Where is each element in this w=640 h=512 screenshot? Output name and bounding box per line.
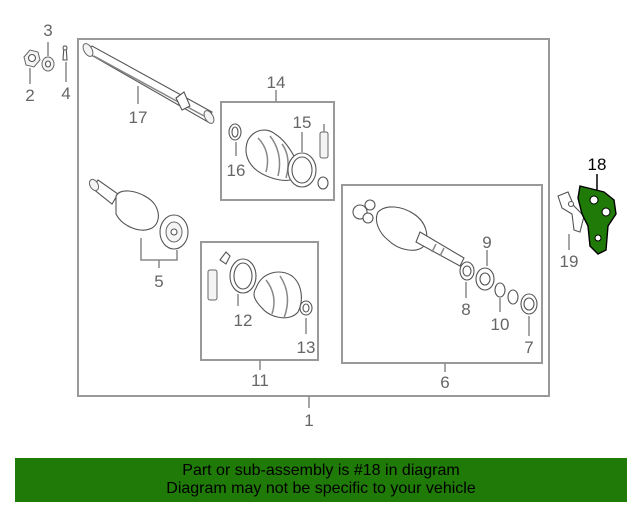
banner-line-1: Part or sub-assembly is #18 in diagram [182, 462, 460, 479]
callout-7: 7 [524, 338, 533, 357]
callout-3: 3 [43, 21, 52, 40]
callout-15: 15 [293, 113, 312, 132]
callout-16: 16 [227, 161, 246, 180]
part-2-nut[interactable] [23, 49, 41, 68]
callout-4: 4 [61, 84, 70, 103]
part-7-seal[interactable] [520, 293, 538, 315]
part-13-clip[interactable] [299, 300, 313, 316]
part-8-seal[interactable] [459, 261, 475, 281]
assembly-box-6 [341, 184, 543, 364]
callout-19: 19 [560, 252, 579, 271]
grease-tube-11[interactable] [207, 269, 218, 301]
clip-14[interactable] [317, 176, 329, 190]
part-5-outer-joint[interactable] [88, 178, 189, 250]
part-17-shaft[interactable] [81, 42, 216, 125]
callout-11: 11 [251, 371, 269, 390]
callout-13: 13 [297, 338, 316, 357]
grease-tube-14[interactable] [319, 124, 329, 159]
callout-2: 2 [25, 86, 34, 105]
inner-joint-6[interactable] [352, 199, 465, 267]
callout-18: 18 [588, 155, 607, 174]
part-10-snap-ring[interactable] [494, 282, 519, 305]
boot-11[interactable] [253, 271, 302, 319]
callout-9: 9 [482, 233, 491, 252]
assembly-box-14 [220, 101, 335, 201]
leader-lines [29, 42, 598, 408]
info-banner: Part or sub-assembly is #18 in diagram D… [15, 458, 627, 502]
part-18-bracket-highlighted[interactable] [577, 185, 617, 255]
part-16-clamp[interactable] [228, 123, 242, 141]
callout-5: 5 [154, 272, 163, 291]
callout-8: 8 [461, 300, 470, 319]
callout-10: 10 [491, 315, 510, 334]
callout-1: 1 [304, 411, 313, 430]
part-12-clamp[interactable] [219, 251, 257, 294]
part-3-washer[interactable] [41, 56, 55, 72]
callout-12: 12 [234, 311, 253, 330]
callout-17: 17 [129, 108, 148, 127]
part-9-bearing[interactable] [475, 267, 495, 291]
part-4-pin[interactable] [62, 45, 68, 61]
banner-line-2: Diagram may not be specific to your vehi… [166, 480, 476, 497]
part-19-bracket[interactable] [557, 191, 585, 233]
part-15-band[interactable] [287, 152, 317, 188]
callout-6: 6 [440, 373, 449, 392]
assembly-box-1 [77, 38, 550, 397]
callout-14: 14 [267, 73, 286, 92]
